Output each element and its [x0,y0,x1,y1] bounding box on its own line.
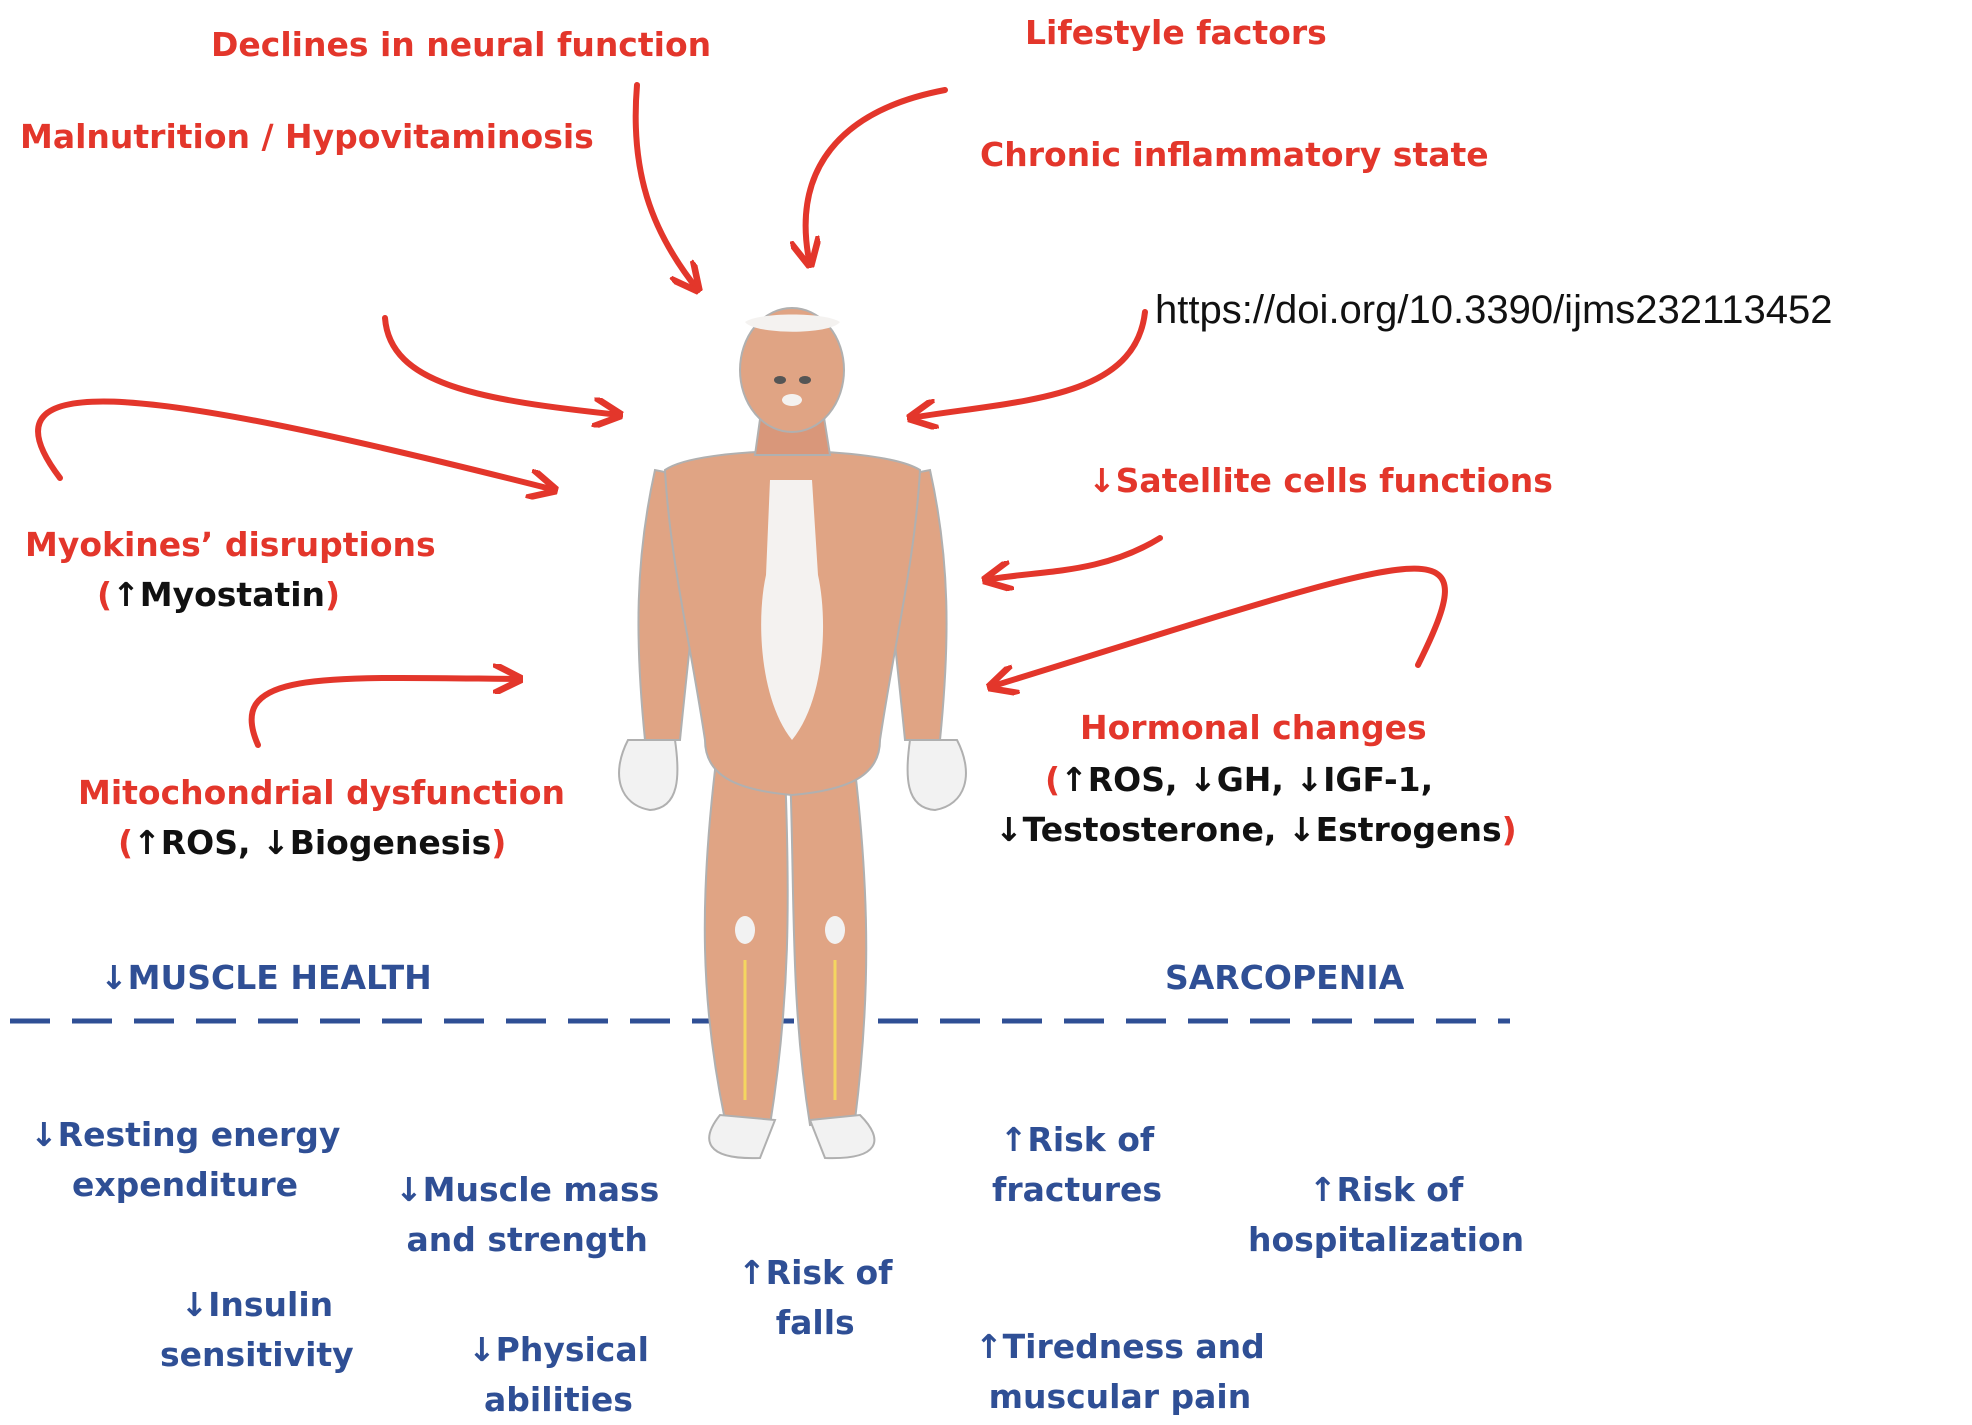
outcome-risk-hospitalization: ↑Risk of hospitalization [1248,1165,1524,1265]
gh-label: GH, [1217,760,1284,799]
biogenesis-label: Biogenesis [290,823,492,862]
muscle-health-label: ↓MUSCLE HEALTH [100,953,432,1003]
down-arrow-glyph: ↓ [1288,810,1316,849]
outcome-text: fractures [992,1165,1162,1215]
down-arrow-glyph: ↓ [1189,760,1217,799]
down-arrow-glyph: ↓ [468,1330,496,1369]
ros-label: ROS, [161,823,251,862]
doi-link[interactable]: https://doi.org/10.3390/ijms232113452 [1155,288,1833,333]
cause-hormonal: Hormonal changes [1080,703,1427,753]
outcome-text: Risk of [1027,1120,1154,1159]
cause-malnutrition: Malnutrition / Hypovitaminosis [20,112,594,162]
outcome-text: expenditure [30,1160,340,1210]
cause-lifestyle-factors: Lifestyle factors [1025,8,1327,58]
outcome-physical-abilities: ↓Physical abilities [468,1325,649,1425]
up-arrow-glyph: ↑ [975,1327,1003,1366]
up-arrow-glyph: ↑ [1000,1120,1028,1159]
outcome-text: falls [738,1298,892,1348]
down-arrow-glyph: ↓ [1295,760,1323,799]
satellite-label: Satellite cells functions [1116,461,1553,500]
up-arrow-glyph: ↑ [133,823,161,862]
cause-myokines-detail: (↑Myostatin) [97,570,340,620]
outcome-insulin: ↓Insulin sensitivity [160,1280,354,1380]
myostatin-label: Myostatin [140,575,325,614]
testosterone-label: Testosterone, [1023,810,1277,849]
cause-chronic-inflammation: Chronic inflammatory state [980,130,1489,180]
outcome-text: Risk of [766,1253,893,1292]
outcome-text: Resting energy [58,1115,341,1154]
cause-mitochondrial-detail: (↑ROS, ↓Biogenesis) [118,818,506,868]
up-arrow-glyph: ↑ [1060,760,1088,799]
outcome-text: sensitivity [160,1330,354,1380]
outcome-tiredness: ↑Tiredness and muscular pain [975,1322,1265,1422]
up-arrow-glyph: ↑ [112,575,140,614]
outcome-muscle-mass: ↓Muscle mass and strength [395,1165,659,1265]
outcome-text: Tiredness and [1003,1327,1265,1366]
outcome-text: muscular pain [975,1372,1265,1422]
igf-label: IGF-1, [1323,760,1433,799]
cause-hormonal-detail-2: ↓Testosterone, ↓Estrogens) [995,805,1517,855]
ros-label: ROS, [1088,760,1178,799]
outcome-resting-energy: ↓Resting energy expenditure [30,1110,340,1210]
sarcopenia-label: SARCOPENIA [1165,953,1404,1003]
outcome-text: Physical [496,1330,649,1369]
down-arrow-glyph: ↓ [995,810,1023,849]
down-arrow-glyph: ↓ [30,1115,58,1154]
down-arrow-glyph: ↓ [1088,461,1116,500]
muscle-health-text: MUSCLE HEALTH [128,958,432,997]
up-arrow-glyph: ↑ [738,1253,766,1292]
down-arrow-glyph: ↓ [180,1285,208,1324]
outcome-text: Insulin [208,1285,333,1324]
down-arrow-glyph: ↓ [262,823,290,862]
outcome-risk-fractures: ↑Risk of fractures [992,1115,1162,1215]
cause-satellite-cells: ↓Satellite cells functions [1088,456,1553,506]
outcome-text: hospitalization [1248,1215,1524,1265]
cause-neural-function: Declines in neural function [211,20,711,70]
down-arrow-glyph: ↓ [395,1170,423,1209]
up-arrow-glyph: ↑ [1309,1170,1337,1209]
cause-myokines: Myokines’ disruptions [25,520,436,570]
outcome-text: Risk of [1336,1170,1463,1209]
down-arrow-glyph: ↓ [100,958,128,997]
cause-mitochondrial: Mitochondrial dysfunction [78,768,565,818]
outcome-text: and strength [395,1215,659,1265]
outcome-risk-falls: ↑Risk of falls [738,1248,892,1348]
estrogens-label: Estrogens [1316,810,1502,849]
cause-hormonal-detail-1: (↑ROS, ↓GH, ↓IGF-1, [1045,755,1433,805]
outcome-text: Muscle mass [423,1170,660,1209]
